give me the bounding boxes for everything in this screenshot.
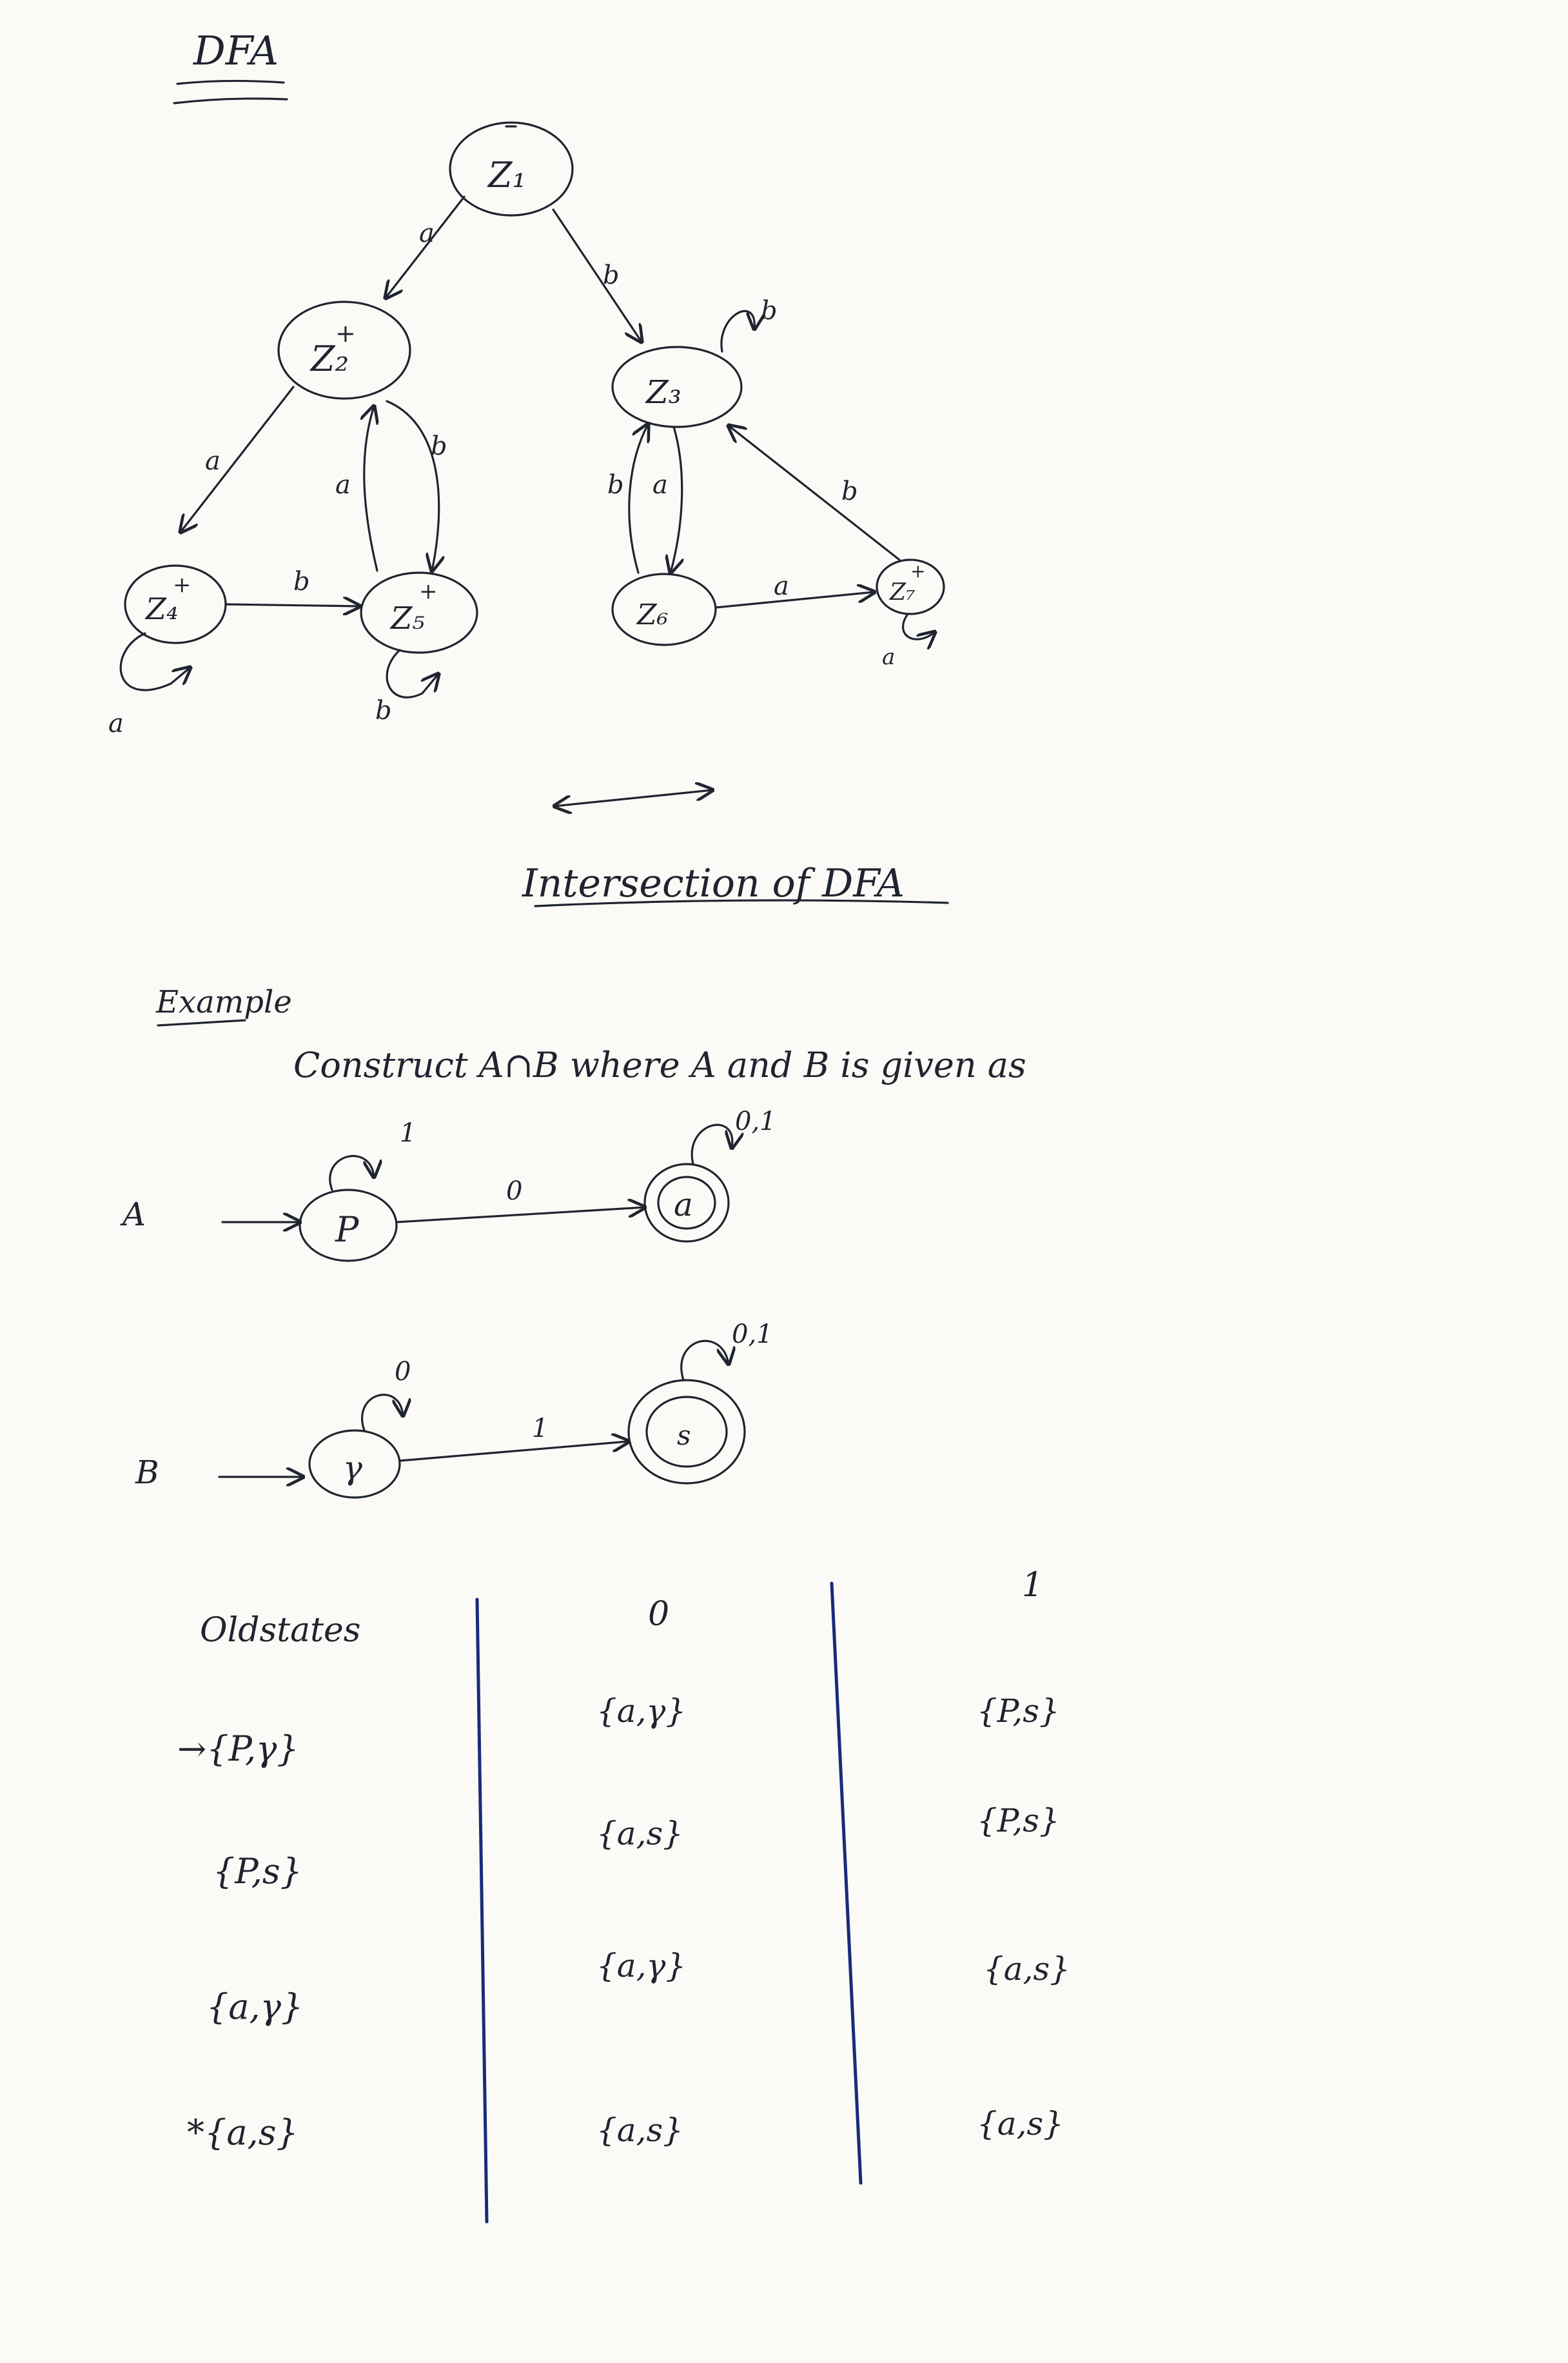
z4-self-loop: [119, 632, 190, 691]
state-z4-mark: +: [173, 572, 191, 598]
state-z1: [449, 121, 574, 217]
table-header-states: Oldstates: [200, 1611, 361, 1650]
edge-z1-z2: [386, 195, 466, 298]
state-z3: [611, 346, 743, 428]
table-divider-2: [830, 1581, 863, 2185]
table-row-2-state: {P,s}: [213, 1851, 302, 1892]
state-z3-label: Z₃: [645, 373, 681, 411]
table-row-1-on0: {a,γ}: [596, 1692, 686, 1730]
edge-z2-z5-label: b: [431, 431, 447, 461]
machine-b: B γ 0 1 s 0,1: [135, 1320, 773, 1499]
machine-b-transition: [398, 1441, 629, 1462]
state-z6-label: Z₆: [636, 598, 668, 631]
machine-a-p-loop-label: 1: [400, 1118, 416, 1148]
edge-z6-z7-label: a: [774, 571, 789, 601]
edge-z4-z5: [224, 604, 360, 606]
table-header-0: 0: [648, 1595, 669, 1634]
table-row-3-on1: {a,s}: [983, 1950, 1070, 1988]
state-z4-label: Z₄: [144, 591, 178, 626]
state-z7-label: Z₇: [889, 579, 915, 606]
edge-z4-z5-label: b: [293, 567, 310, 597]
machine-b-s-loop-label: 0,1: [732, 1320, 773, 1349]
edge-z6-z7: [714, 592, 874, 609]
edge-z2-z5: [386, 400, 439, 571]
transition-table: Oldstates 0 1 →{P,γ} {a,γ} {P,s} {P,s} {…: [177, 1566, 1070, 2224]
machine-a-transition-label: 0: [506, 1176, 522, 1206]
table-row-4-on1: {a,s}: [977, 2105, 1064, 2142]
z4-loop-label: a: [108, 709, 124, 738]
edge-z3-z6: [671, 426, 682, 573]
machine-a-label: A: [120, 1196, 146, 1233]
table-row-3-on0: {a,γ}: [596, 1947, 686, 1984]
table-row-4-on0: {a,s}: [596, 2111, 683, 2149]
edge-z1-z2-label: a: [419, 219, 435, 248]
edge-z5-z2-label: a: [335, 470, 351, 500]
dfa-diagram: Z₁ Z₂ + Z₃ Z₄ + Z₅ + Z₆ Z₇ + a b b a a b…: [108, 121, 945, 738]
machine-a-p-loop: [329, 1154, 374, 1191]
example-text: Construct A∩B where A and B is given as: [293, 1045, 1026, 1085]
machine-a-a-loop: [691, 1123, 732, 1165]
machine-b-transition-label: 1: [532, 1414, 548, 1443]
edge-z7-z3-label: b: [841, 477, 858, 506]
machine-a-state-p: [299, 1189, 398, 1262]
machine-b-s-loop: [680, 1340, 729, 1381]
machine-b-state-r-label: γ: [343, 1449, 362, 1487]
state-z2-label: Z₂: [309, 339, 349, 379]
edge-z1-z3: [552, 208, 642, 342]
table-row-4-state: *{a,s}: [187, 2112, 299, 2153]
z5-loop-label: b: [375, 696, 392, 726]
state-z2: [277, 301, 411, 400]
state-z7-mark: +: [910, 560, 925, 582]
state-z2-mark: +: [335, 319, 356, 348]
table-row-2-on1: {P,s}: [977, 1802, 1060, 1839]
table-row-3-state: {a,γ}: [206, 1986, 303, 2027]
title-underline-2: [173, 97, 288, 104]
table-header-1: 1: [1022, 1566, 1043, 1605]
edge-z1-z3-label: b: [603, 261, 620, 290]
double-arrow: [554, 790, 712, 806]
edge-z7-z3: [729, 426, 901, 561]
machine-b-state-s: [627, 1379, 746, 1485]
example-underline: [157, 1019, 246, 1027]
machine-b-r-loop: [361, 1394, 403, 1432]
title-underline: [176, 79, 285, 85]
state-z6: [611, 573, 717, 646]
machine-a: A P 1 0 a 0,1: [120, 1107, 776, 1262]
table-row-1-state: →{P,γ}: [177, 1728, 299, 1769]
edge-z5-z2: [364, 406, 377, 572]
z3-loop-label: b: [761, 296, 778, 326]
state-z5-mark: +: [419, 578, 438, 604]
machine-b-state-s-label: s: [677, 1419, 691, 1451]
edge-z6-z3-label: b: [607, 470, 624, 500]
section-heading: Intersection of DFA: [522, 861, 905, 906]
example-label: Example: [155, 984, 292, 1020]
machine-b-state-s-inner: [645, 1396, 728, 1468]
machine-a-a-loop-label: 0,1: [735, 1107, 776, 1136]
z5-self-loop: [386, 649, 438, 698]
edge-z3-z6-label: a: [652, 470, 668, 500]
edge-z2-z4-label: a: [205, 446, 220, 476]
machine-b-state-r: [308, 1429, 401, 1499]
table-row-2-on0: {a,s}: [596, 1815, 683, 1852]
table-divider-1: [475, 1597, 489, 2224]
edge-z2-z4: [181, 386, 295, 532]
z7-self-loop: [902, 613, 935, 639]
z7-loop-label: a: [882, 644, 895, 670]
machine-a-state-a: [643, 1163, 730, 1243]
machine-a-state-p-label: P: [335, 1209, 360, 1250]
machine-b-r-loop-label: 0: [395, 1357, 411, 1387]
machine-b-label: B: [135, 1454, 159, 1491]
machine-a-state-a-inner: [657, 1176, 716, 1230]
page-title: DFA: [193, 27, 279, 74]
state-z1-label: Z₁: [487, 155, 526, 195]
machine-a-transition: [395, 1207, 645, 1223]
heading-underline: [534, 899, 949, 907]
table-row-1-on1: {P,s}: [977, 1692, 1060, 1730]
machine-a-state-a-label: a: [674, 1186, 693, 1223]
edge-z6-z3: [628, 424, 648, 574]
state-z5-label: Z₅: [389, 600, 425, 637]
z3-self-loop: [720, 310, 754, 353]
